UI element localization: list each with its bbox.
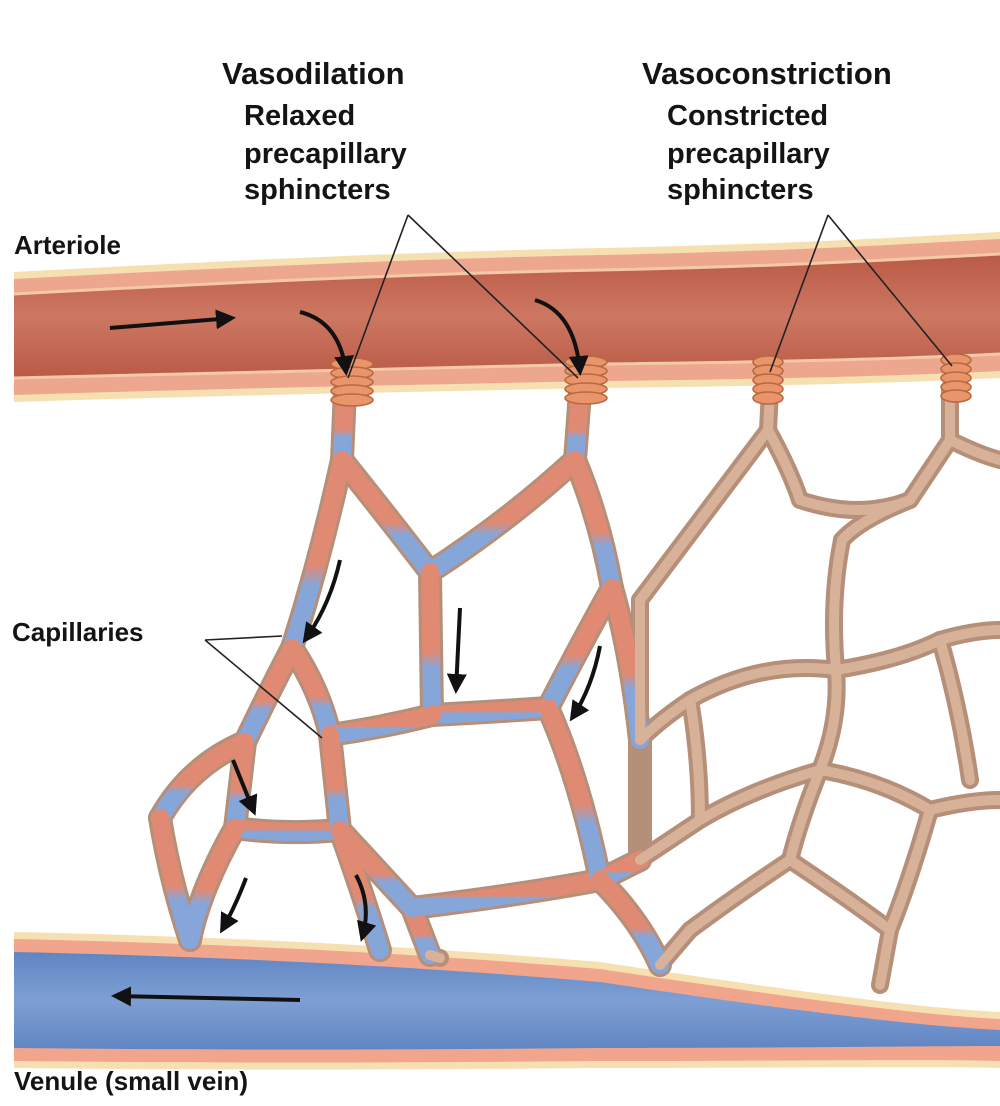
open-capillary xyxy=(331,821,421,917)
leader-lines xyxy=(204,214,953,739)
arrow-icon xyxy=(534,298,589,376)
arteriole-blood xyxy=(14,254,1000,378)
collapsed-capillary xyxy=(905,435,955,505)
collapsed-capillary xyxy=(695,765,825,825)
collapsed-capillary xyxy=(837,495,915,545)
open-capillary xyxy=(591,871,669,974)
vasodilation-heading: Vasodilation xyxy=(222,56,405,91)
arrow-icon xyxy=(220,877,248,934)
vasoconstriction-line-1: Constricted xyxy=(667,100,829,132)
arrow-icon xyxy=(446,607,467,694)
venule-blood xyxy=(14,952,1000,1050)
open-capillary xyxy=(333,451,439,581)
sphincter-icon xyxy=(940,353,972,403)
sphincter-ring xyxy=(940,389,972,403)
arrow-icon xyxy=(231,759,258,816)
arteriole-label: Arteriole xyxy=(14,230,121,260)
collapsed-capillary xyxy=(829,535,847,675)
collapsed-capillary xyxy=(685,695,705,825)
sphincter-ring xyxy=(564,391,608,405)
collapsed-capillary xyxy=(815,665,842,775)
open-capillary xyxy=(283,639,339,744)
collapsed-capillary xyxy=(635,815,705,865)
capillary-network xyxy=(148,378,1000,994)
vasoconstriction-line-2: precapillary xyxy=(667,138,830,170)
arrow-icon xyxy=(111,986,301,1007)
open-capillary xyxy=(539,579,621,717)
sphincter-ring xyxy=(330,393,374,407)
arrow-icon xyxy=(299,310,355,376)
open-capillary xyxy=(283,451,351,657)
capillaries-label: Capillaries xyxy=(12,617,144,647)
sphincter-icon xyxy=(564,355,608,405)
leader-line xyxy=(769,214,829,373)
open-capillary xyxy=(566,451,621,597)
open-capillary xyxy=(321,706,441,744)
collapsed-capillary xyxy=(635,425,773,605)
venule-vessel xyxy=(14,932,1000,1070)
collapsed-capillary xyxy=(935,625,1000,645)
open-capillary xyxy=(151,733,254,827)
open-capillary xyxy=(226,819,349,842)
collapsed-capillary xyxy=(785,765,825,865)
collapsed-capillary xyxy=(425,950,445,963)
open-capillary xyxy=(539,699,609,889)
collapsed-capillary xyxy=(815,765,935,815)
collapsed-capillary xyxy=(763,425,805,505)
arrow-icon xyxy=(354,874,377,942)
collapsed-capillary xyxy=(925,795,1000,815)
sphincter-icon xyxy=(752,355,784,405)
arteriole-vessel xyxy=(13,232,1000,402)
collapsed-capillary xyxy=(945,435,1000,465)
collapsed-capillary xyxy=(875,925,895,990)
leader-line xyxy=(347,214,409,379)
arrow-icon xyxy=(109,309,236,330)
vasoconstriction-line-3: sphincters xyxy=(667,174,814,206)
arrow-icon xyxy=(302,559,342,644)
vasoconstriction-heading: Vasoconstriction xyxy=(642,56,892,91)
open-capillary xyxy=(421,563,441,724)
collapsed-capillary xyxy=(831,635,945,675)
collapsed-capillary xyxy=(655,925,695,970)
vasodilation-line-2: precapillary xyxy=(244,138,407,170)
open-capillary xyxy=(321,726,349,839)
vasodilation-line-1: Relaxed xyxy=(244,100,356,132)
collapsed-capillary xyxy=(785,855,895,935)
flow-arrows xyxy=(109,298,602,1007)
open-capillary xyxy=(423,699,557,724)
leader-line xyxy=(204,639,323,739)
open-capillary xyxy=(403,871,609,917)
open-capillary xyxy=(236,639,301,751)
leader-line xyxy=(827,214,953,367)
arrow-icon xyxy=(569,645,602,722)
leader-line xyxy=(204,635,283,641)
open-capillary xyxy=(181,819,244,949)
venule-label: Venule (small vein) xyxy=(14,1066,249,1096)
arteriole-inner-line xyxy=(13,252,1000,296)
open-capillary xyxy=(421,451,584,581)
open-capillary xyxy=(226,733,254,837)
collapsed-capillary xyxy=(685,855,795,935)
collapsed-capillary xyxy=(885,805,935,935)
leader-line xyxy=(407,214,579,379)
collapsed-capillary xyxy=(685,663,841,705)
collapsed-capillary xyxy=(935,635,975,785)
sphincter-ring xyxy=(752,391,784,405)
vasodilation-line-3: sphincters xyxy=(244,174,391,206)
